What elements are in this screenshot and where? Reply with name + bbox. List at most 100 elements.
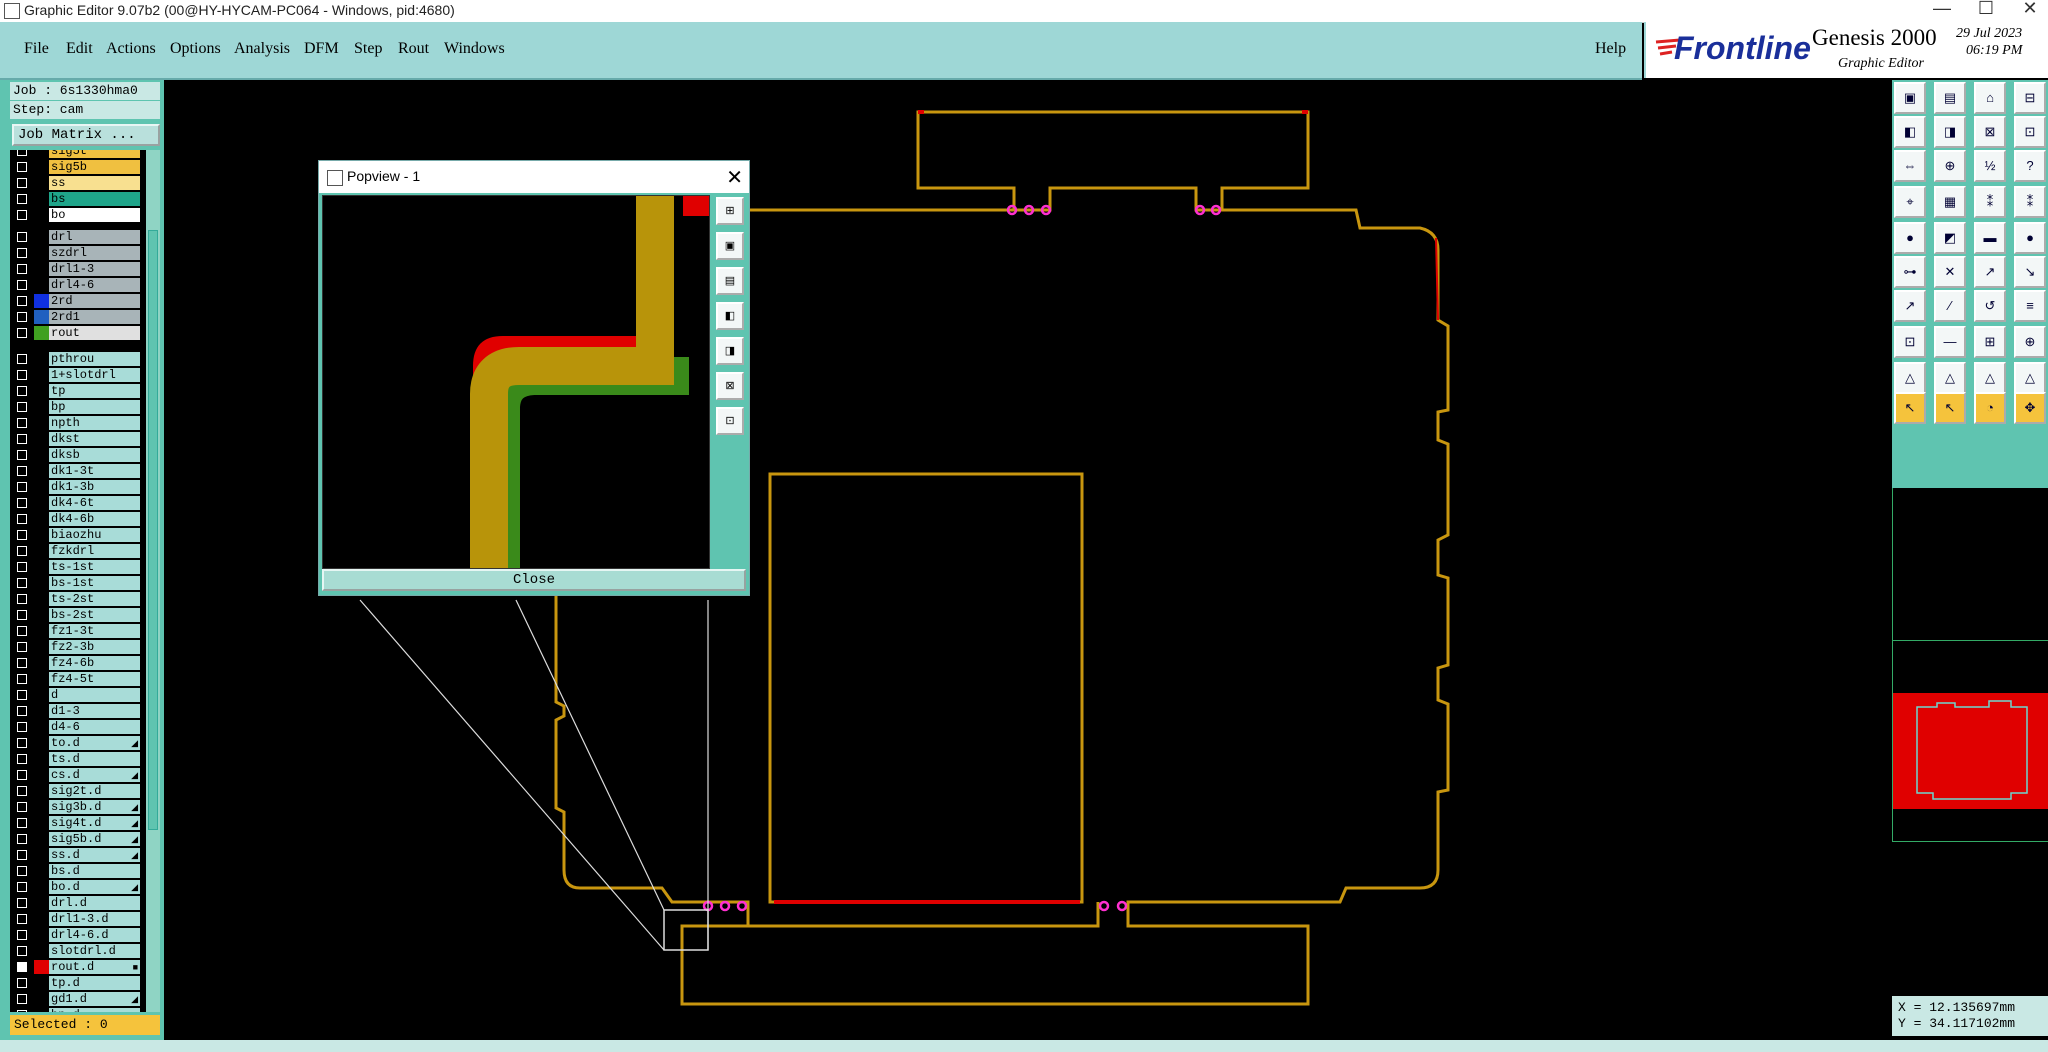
- cut-icon[interactable]: —: [1934, 326, 1966, 358]
- layer-row[interactable]: cs.d◢: [10, 768, 152, 782]
- layer-checkbox[interactable]: [17, 898, 27, 908]
- layer-checkbox[interactable]: [17, 594, 27, 604]
- layer-name[interactable]: 2rd1: [49, 310, 140, 324]
- layer-checkbox[interactable]: [17, 770, 27, 780]
- layer-name[interactable]: drl4-6: [49, 278, 140, 292]
- layer-name[interactable]: d4-6: [49, 720, 140, 734]
- popview-pan-left-icon[interactable]: ◧: [716, 302, 744, 330]
- layer-checkbox[interactable]: [17, 866, 27, 876]
- overview-minimap[interactable]: [1892, 640, 2048, 842]
- move-icon[interactable]: ↗: [1974, 256, 2006, 288]
- help-icon[interactable]: ?: [2014, 150, 2046, 182]
- triangle2-icon[interactable]: △: [1934, 362, 1966, 394]
- job-matrix-button[interactable]: Job Matrix ...: [12, 124, 160, 146]
- layer-checkbox[interactable]: [17, 610, 27, 620]
- layer-checkbox[interactable]: [17, 418, 27, 428]
- layer-row[interactable]: sig5b.d◢: [10, 832, 152, 846]
- layer-row[interactable]: 1+slotdrl: [10, 368, 152, 382]
- layer-checkbox[interactable]: [17, 706, 27, 716]
- layer-row[interactable]: 2rd1: [10, 310, 152, 324]
- layer-name[interactable]: rout.d: [49, 960, 140, 974]
- layer-checkbox[interactable]: [17, 162, 27, 172]
- snap-icon[interactable]: ⊡: [2014, 116, 2046, 148]
- layer-name[interactable]: bo.d: [49, 880, 140, 894]
- layer-checkbox[interactable]: [17, 312, 27, 322]
- layer-checkbox[interactable]: [17, 194, 27, 204]
- select-color-icon[interactable]: ◩: [1934, 222, 1966, 254]
- layer-row[interactable]: bs-2st: [10, 608, 152, 622]
- layer-name[interactable]: ss.d: [49, 848, 140, 862]
- layer-row[interactable]: ts.d: [10, 752, 152, 766]
- popview-zoom-home-icon[interactable]: ⊞: [716, 197, 744, 225]
- layer-name[interactable]: sig5t: [49, 150, 140, 158]
- layer-checkbox[interactable]: [17, 514, 27, 524]
- menu-file[interactable]: File: [24, 40, 49, 57]
- layer-name[interactable]: drl: [49, 230, 140, 244]
- layer-name[interactable]: fz4-6b: [49, 656, 140, 670]
- group-icon[interactable]: ⊕: [2014, 326, 2046, 358]
- layer-checkbox[interactable]: [17, 802, 27, 812]
- layer-name[interactable]: slotdrl.d: [49, 944, 140, 958]
- popview-zoom-in-icon[interactable]: ▣: [716, 232, 744, 260]
- layer-checkbox[interactable]: [17, 546, 27, 556]
- layer-name[interactable]: dk1-3b: [49, 480, 140, 494]
- layer-row[interactable]: 2rd: [10, 294, 152, 308]
- layer-checkbox[interactable]: [17, 914, 27, 924]
- layer-checkbox[interactable]: [17, 264, 27, 274]
- menu-analysis[interactable]: Analysis: [234, 40, 290, 57]
- layer-checkbox[interactable]: [17, 674, 27, 684]
- layer-row[interactable]: sig2t.d: [10, 784, 152, 798]
- layer-row[interactable]: dksb: [10, 448, 152, 462]
- layer-name[interactable]: szdrl: [49, 246, 140, 260]
- layer-name[interactable]: 1+slotdrl: [49, 368, 140, 382]
- layer-name[interactable]: d1-3: [49, 704, 140, 718]
- layer-checkbox[interactable]: [17, 296, 27, 306]
- layer-row[interactable]: szdrl: [10, 246, 152, 260]
- pointer-icon[interactable]: ↖: [1894, 392, 1926, 424]
- resize-icon[interactable]: ⊞: [1974, 326, 2006, 358]
- layer-row[interactable]: drl.d: [10, 896, 152, 910]
- layer-row[interactable]: d4-6: [10, 720, 152, 734]
- zoom-window-icon[interactable]: ⊠: [1974, 116, 2006, 148]
- pad-icon[interactable]: ●: [1894, 222, 1926, 254]
- layer-name[interactable]: rout: [49, 326, 140, 340]
- layer-row[interactable]: sig3b.d◢: [10, 800, 152, 814]
- layer-row[interactable]: tp.d: [10, 976, 152, 990]
- layer-checkbox[interactable]: [17, 328, 27, 338]
- layer-name[interactable]: tp.d: [49, 976, 140, 990]
- layer-row[interactable]: tp: [10, 384, 152, 398]
- dot-icon[interactable]: ●: [2014, 222, 2046, 254]
- layer-checkbox[interactable]: [17, 210, 27, 220]
- layer-row[interactable]: drl: [10, 230, 152, 244]
- popview-close-icon[interactable]: ✕: [726, 167, 743, 189]
- pointer4-icon[interactable]: ✥: [2014, 392, 2046, 424]
- layer-checkbox[interactable]: [17, 994, 27, 1004]
- layer-checkbox[interactable]: [17, 642, 27, 652]
- pan-left-icon[interactable]: ◧: [1894, 116, 1926, 148]
- scrollbar-thumb[interactable]: [148, 230, 158, 830]
- delete-icon[interactable]: ✕: [1934, 256, 1966, 288]
- layer-name[interactable]: bs-1st: [49, 576, 140, 590]
- layer-name[interactable]: bp.d: [49, 1008, 140, 1012]
- open-icon[interactable]: ▣: [1894, 82, 1926, 114]
- layer-row[interactable]: ts-1st: [10, 560, 152, 574]
- layer-row[interactable]: rout: [10, 326, 152, 340]
- popview-canvas[interactable]: [322, 195, 710, 569]
- menu-dfm[interactable]: DFM: [304, 40, 339, 57]
- zoom-fit-icon[interactable]: ⇔: [1894, 150, 1926, 182]
- layer-name[interactable]: gd1.d: [49, 992, 140, 1006]
- layer-row[interactable]: drl4-6.d: [10, 928, 152, 942]
- layer-name[interactable]: d: [49, 688, 140, 702]
- layer-row[interactable]: drl1-3.d: [10, 912, 152, 926]
- layer-name[interactable]: fz4-5t: [49, 672, 140, 686]
- menu-step[interactable]: Step: [354, 40, 383, 57]
- layer-row[interactable]: to.d◢: [10, 736, 152, 750]
- popview-window[interactable]: Popview - 1 ✕ ⊞ ▣ ▤ ◧ ◨ ⊠ ⊡ Close: [318, 160, 750, 596]
- popview-center-icon[interactable]: ⊡: [716, 407, 744, 435]
- layer-name[interactable]: ts.d: [49, 752, 140, 766]
- layer-name[interactable]: fz1-3t: [49, 624, 140, 638]
- diagonal-icon[interactable]: ∕: [1934, 290, 1966, 322]
- layer-row[interactable]: drl4-6: [10, 278, 152, 292]
- layer-row[interactable]: pthrou: [10, 352, 152, 366]
- popview-zoom-out-icon[interactable]: ▤: [716, 267, 744, 295]
